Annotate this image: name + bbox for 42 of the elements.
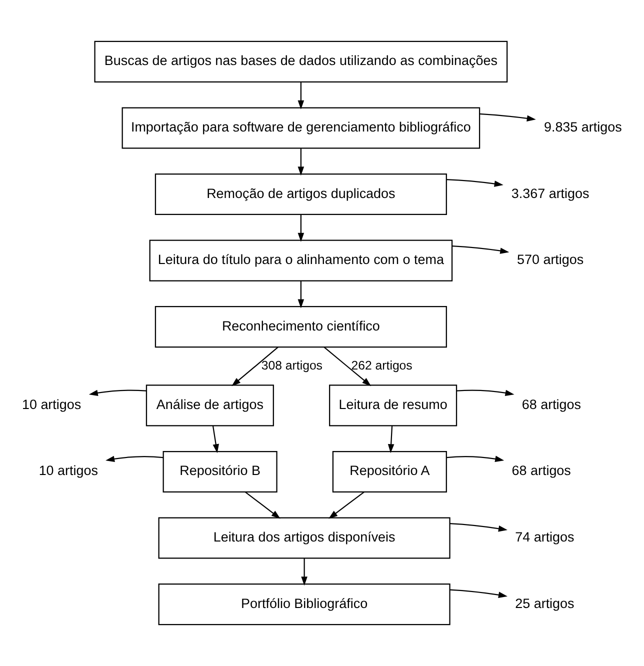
edge-label: 262 artigos <box>351 358 412 372</box>
node-box: Reconhecimento científico <box>154 306 447 348</box>
node-text: 9.835 artigos <box>544 119 622 134</box>
node-text: 3.367 artigos <box>511 186 590 201</box>
node-text: 10 artigos <box>38 463 98 478</box>
arrow <box>212 426 219 454</box>
node-box: Repositório B <box>162 450 278 493</box>
arrow <box>450 522 508 532</box>
node-text: 74 artigos <box>515 529 574 544</box>
node-text: 68 artigos <box>522 396 582 412</box>
node-text: 68 artigos <box>512 463 571 478</box>
arrow <box>232 346 278 386</box>
arrow <box>450 589 508 598</box>
arrow <box>446 456 504 462</box>
node-text: 570 artigos <box>517 252 584 268</box>
arrow <box>452 246 510 254</box>
node-text: 25 artigos <box>515 596 574 611</box>
arrow <box>456 390 514 396</box>
arrow <box>298 82 304 110</box>
arrow <box>106 456 164 462</box>
arrow <box>388 426 394 454</box>
node-text: 10 artigos <box>22 396 82 412</box>
node-box: Buscas de artigos nas bases de dados utilizando as combinações <box>94 40 508 82</box>
node-box: Leitura de resumo <box>329 384 458 426</box>
node-box: Leitura do título para o alinhamento com o tema <box>149 240 453 282</box>
arrow <box>324 346 372 386</box>
arrow <box>328 492 364 519</box>
arrow <box>244 492 280 519</box>
node-box: Repositório A <box>332 450 447 493</box>
node-box: Análise de artigos <box>146 384 274 426</box>
arrow <box>446 178 504 187</box>
arrow <box>298 280 304 308</box>
arrow <box>298 148 304 176</box>
node-box: Remoção de artigos duplicados <box>154 173 447 216</box>
arrow <box>301 558 308 586</box>
arrow <box>298 214 304 242</box>
node-box: Portfólio Bibliográfico <box>158 584 450 626</box>
edge-label: 308 artigos <box>261 358 322 372</box>
arrow <box>480 113 536 122</box>
arrow <box>88 390 146 396</box>
node-box: Leitura dos artigos disponíveis <box>158 517 450 559</box>
node-box: Importação para software de gerenciamento bibliográfico <box>122 107 480 149</box>
